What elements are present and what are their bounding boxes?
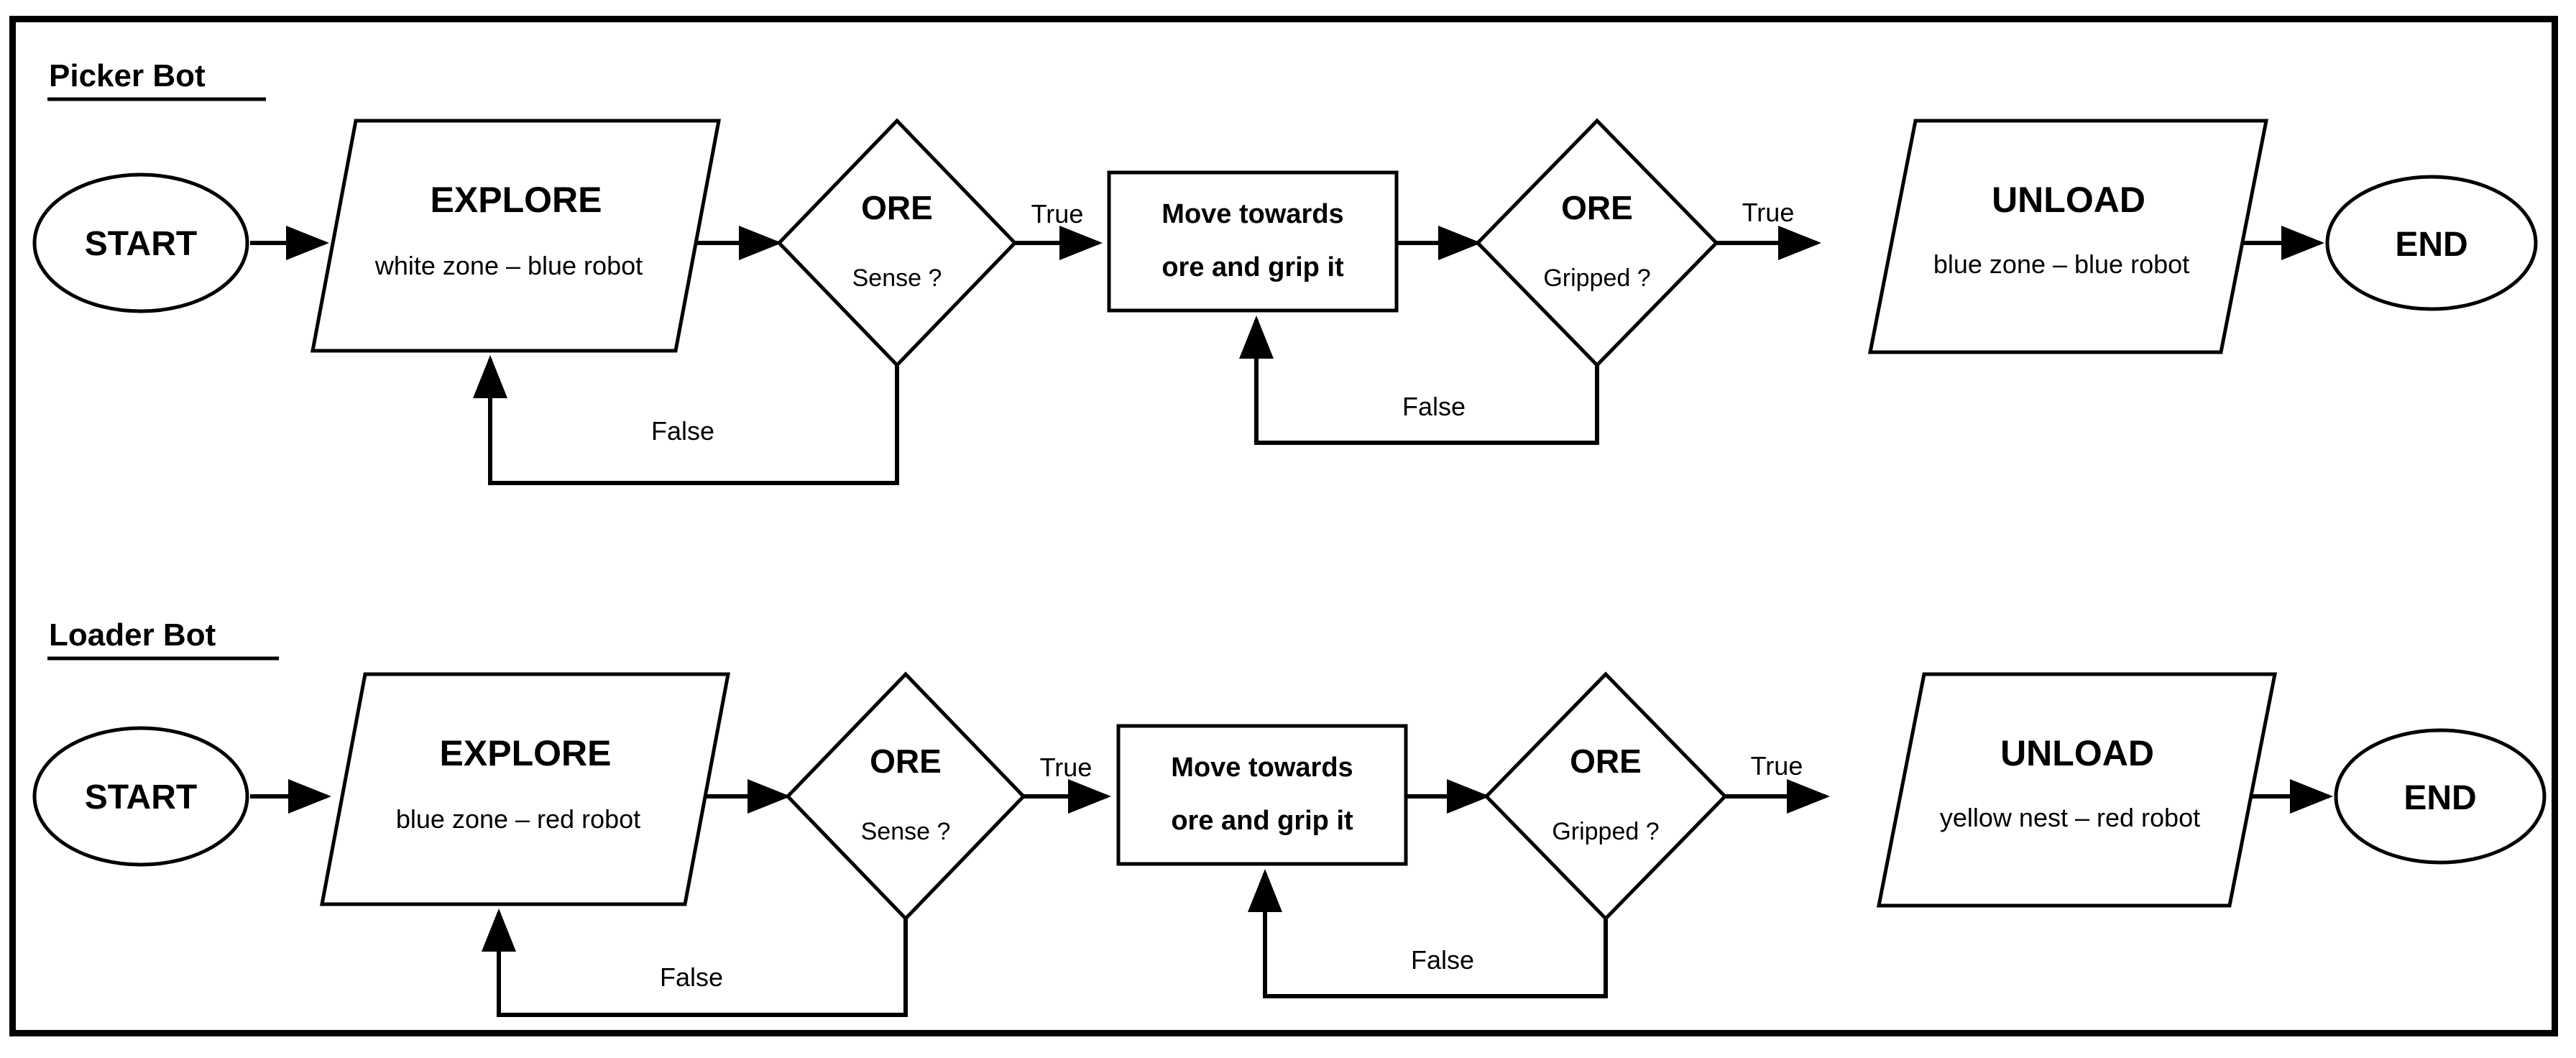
- diagram-outer-frame: [9, 16, 2558, 1036]
